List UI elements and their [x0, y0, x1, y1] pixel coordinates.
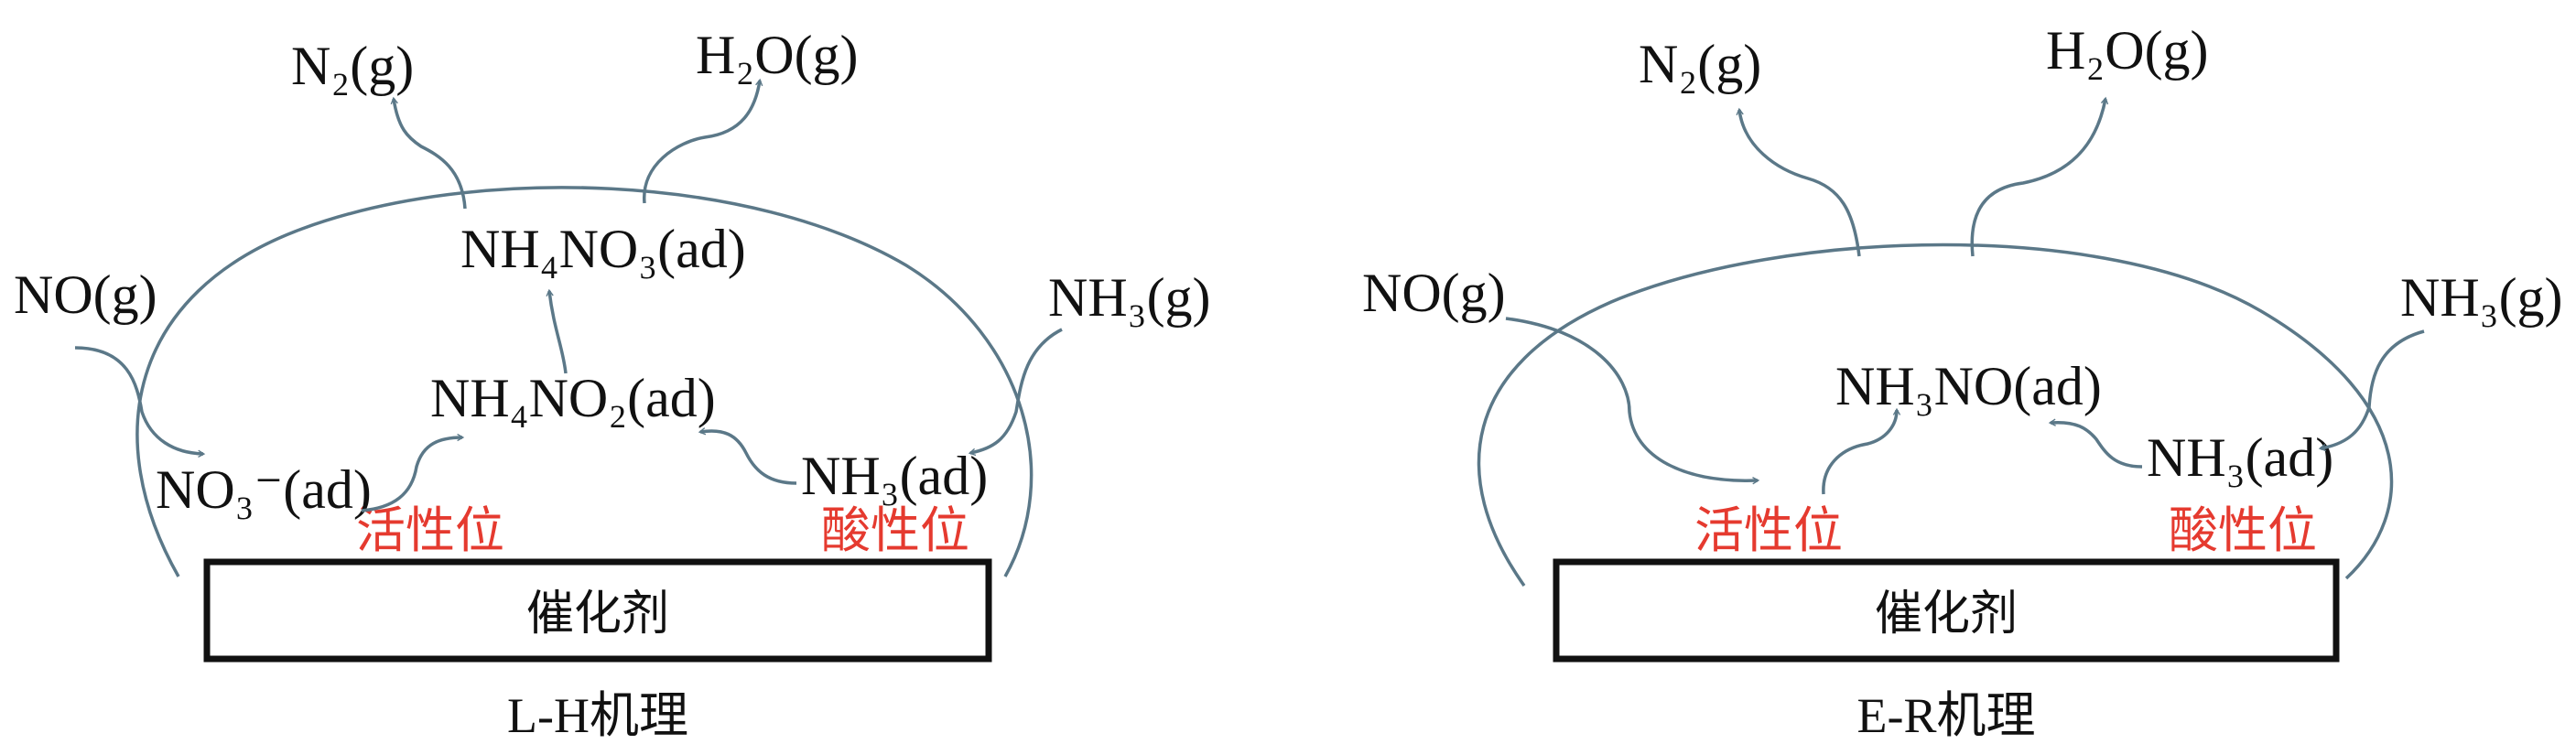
- lh-no-gas-label: NO(g): [14, 264, 157, 325]
- er-n2-gas-label: N₂(g): [1639, 34, 1761, 94]
- lh-catalyst-surface-arc: [135, 186, 1034, 577]
- lh-no-adsorb-arrow: [74, 346, 206, 458]
- lh-to-h2o-arrow: [643, 78, 763, 204]
- er-nh3-ad-label: NH₃(ad): [2147, 427, 2333, 488]
- lh-nh3-to-nh4no2-arrow: [698, 427, 797, 485]
- lh-nh3-ad-label: NH₃(ad): [801, 446, 988, 506]
- er-mechanism-panel: 催化剂 E-R机理 活性位 酸性位 NO(g) NH₃(g) N₂(g) H₂O…: [1362, 20, 2563, 743]
- lh-nh3-adsorb-arrow: [968, 328, 1063, 457]
- er-nh3no-ad-label: NH₃NO(ad): [1835, 356, 2102, 416]
- er-nh3-ad-to-nh3no-arrow: [2048, 418, 2143, 469]
- lh-nh3-gas-label: NH₃(g): [1048, 267, 1211, 328]
- lh-mechanism-panel: 催化剂 L-H机理 活性位 酸性位 NO(g) NH₃(g) N₂(g) H₂O…: [14, 25, 1211, 743]
- lh-catalyst-label: 催化剂: [526, 587, 669, 642]
- er-catalyst-surface-arc: [1477, 243, 2394, 588]
- lh-catalyst-box: [203, 558, 992, 663]
- lh-no3-to-nh4no2-arrow: [361, 433, 465, 512]
- er-nh3-gas-label: NH₃(g): [2400, 267, 2563, 328]
- er-to-n2-arrow: [1736, 107, 1861, 257]
- er-caption: E-R机理: [1857, 688, 2036, 743]
- er-no-to-active-site-arrow: [1505, 317, 1760, 485]
- er-active-site-label: 活性位: [1694, 501, 1843, 559]
- lh-caption: L-H机理: [507, 688, 688, 743]
- lh-active-site-label: 活性位: [356, 501, 504, 559]
- er-to-h2o-arrow: [1970, 96, 2109, 257]
- lh-h2o-gas-label: H₂O(g): [696, 25, 859, 85]
- lh-nh4no2-ad-label: NH₄NO₂(ad): [430, 368, 716, 428]
- er-catalyst-box: [1553, 558, 2340, 663]
- lh-nh4no3-ad-label: NH₄NO₃(ad): [460, 219, 746, 279]
- lh-no3-ad-label: NO₃⁻(ad): [156, 459, 372, 520]
- lh-n2-gas-label: N₂(g): [291, 36, 414, 96]
- er-active-site-to-nh3no-arrow: [1822, 407, 1901, 495]
- er-acid-site-label: 酸性位: [2169, 501, 2317, 559]
- er-nh3-adsorb-arrow: [2318, 329, 2425, 452]
- lh-acid-site-label: 酸性位: [821, 501, 969, 559]
- lh-nh4no2-to-nh4no3-arrow: [546, 288, 568, 374]
- er-no-gas-label: NO(g): [1362, 263, 1506, 323]
- er-catalyst-label: 催化剂: [1875, 587, 2018, 642]
- er-h2o-gas-label: H₂O(g): [2046, 20, 2209, 81]
- lh-to-n2-arrow: [390, 96, 467, 210]
